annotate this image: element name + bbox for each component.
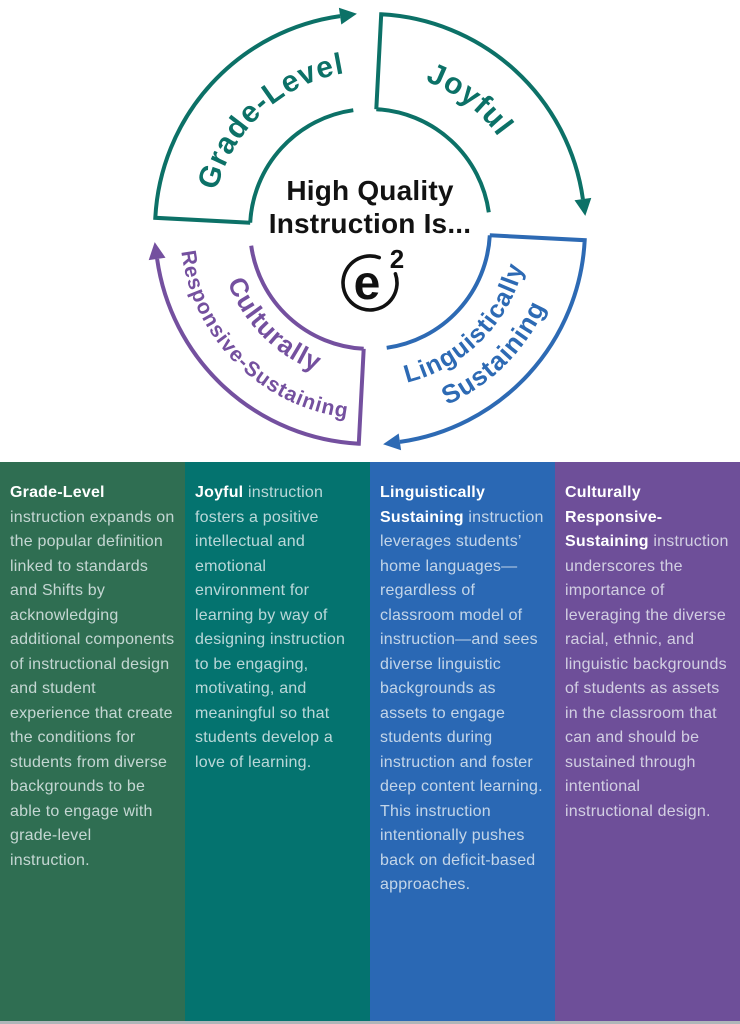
column-linguistically-sustaining: Linguistically Sustaining instruction le… (370, 462, 555, 1021)
bottom-divider (0, 1021, 740, 1024)
definitions-row: Grade-Level instruction expands on the p… (0, 462, 740, 1021)
column-paragraph: Linguistically Sustaining instruction le… (380, 481, 545, 898)
logo-letter: e (354, 257, 381, 310)
column-heading-grade-level: Grade-Level (10, 484, 105, 501)
column-body-joyful: instruction fosters a positive intellect… (195, 484, 346, 771)
column-body-grade-level: instruction expands on the popular defin… (10, 508, 175, 869)
column-paragraph: Culturally Responsive-Sustaining instruc… (565, 481, 730, 824)
column-body-culturally-responsive-sustaining: instruction underscores the importance o… (565, 533, 729, 820)
segment-linguistically-sustaining: Linguistically Sustaining (383, 233, 587, 451)
center-title-line1: High Quality (286, 175, 454, 206)
arrow-clockwise-left-icon (148, 242, 166, 261)
column-paragraph: Grade-Level instruction expands on the p… (10, 481, 175, 873)
center-title-line2: Instruction Is... (269, 208, 472, 239)
column-body-linguistically-sustaining: instruction leverages students’ home lan… (380, 508, 544, 894)
column-joyful: Joyful instruction fosters a positive in… (185, 462, 370, 1021)
e2-logo: e 2 (341, 244, 404, 312)
column-culturally-responsive-sustaining: Culturally Responsive-Sustaining instruc… (555, 462, 740, 1021)
column-paragraph: Joyful instruction fosters a positive in… (195, 481, 360, 775)
arrow-clockwise-bottom-icon (383, 433, 402, 451)
culturally-arc (155, 245, 366, 446)
column-grade-level: Grade-Level instruction expands on the p… (0, 462, 185, 1021)
instruction-cycle-diagram: Grade-Level Joyful Linguistically Sustai… (0, 0, 740, 462)
grade-level-arc (153, 14, 354, 225)
segment-culturally-responsive-sustaining: Culturally Responsive-Sustaining (148, 242, 366, 446)
arrow-clockwise-right-icon (574, 197, 592, 216)
cycle-svg: Grade-Level Joyful Linguistically Sustai… (148, 7, 592, 451)
logo-superscript: 2 (390, 244, 404, 274)
arrow-clockwise-top-icon (338, 7, 357, 25)
column-heading-linguistically-sustaining: Linguistically Sustaining (380, 484, 486, 526)
column-heading-culturally-responsive-sustaining: Culturally Responsive-Sustaining (565, 484, 663, 550)
column-heading-joyful: Joyful (195, 484, 244, 501)
joyful-arc (374, 12, 585, 213)
linguistically-arc (386, 233, 587, 444)
logo-ring-icon (341, 254, 399, 312)
